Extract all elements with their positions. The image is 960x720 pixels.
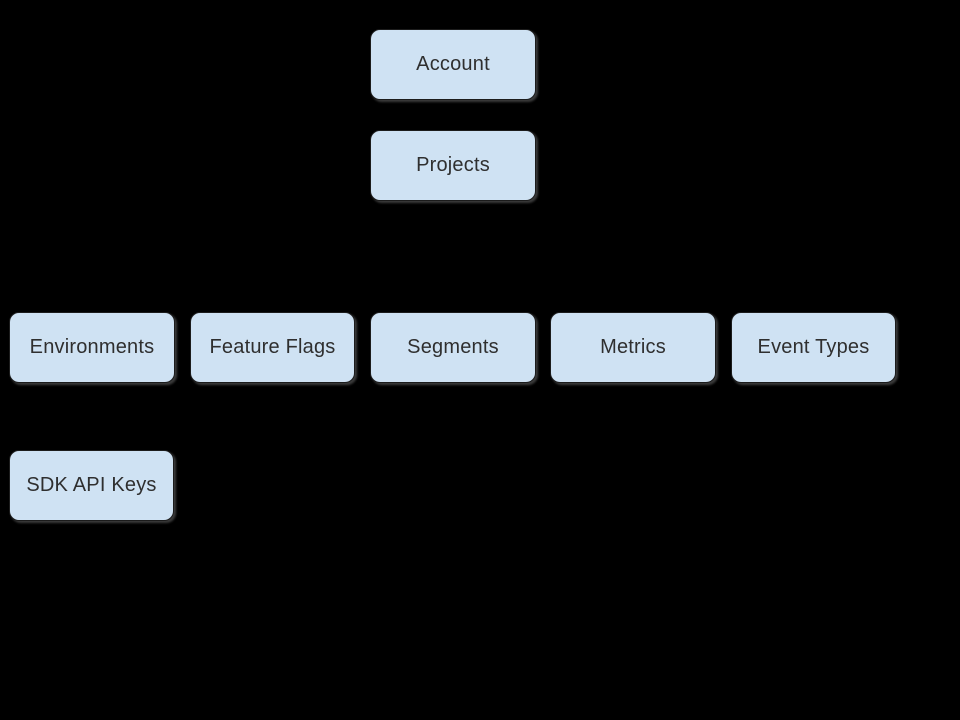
node-segments: Segments	[370, 312, 536, 383]
node-projects: Projects	[370, 130, 536, 201]
node-environments: Environments	[9, 312, 175, 383]
node-account: Account	[370, 29, 536, 100]
node-event-types: Event Types	[731, 312, 896, 383]
node-sdk-api-keys: SDK API Keys	[9, 450, 174, 521]
node-feature-flags: Feature Flags	[190, 312, 355, 383]
node-metrics: Metrics	[550, 312, 716, 383]
